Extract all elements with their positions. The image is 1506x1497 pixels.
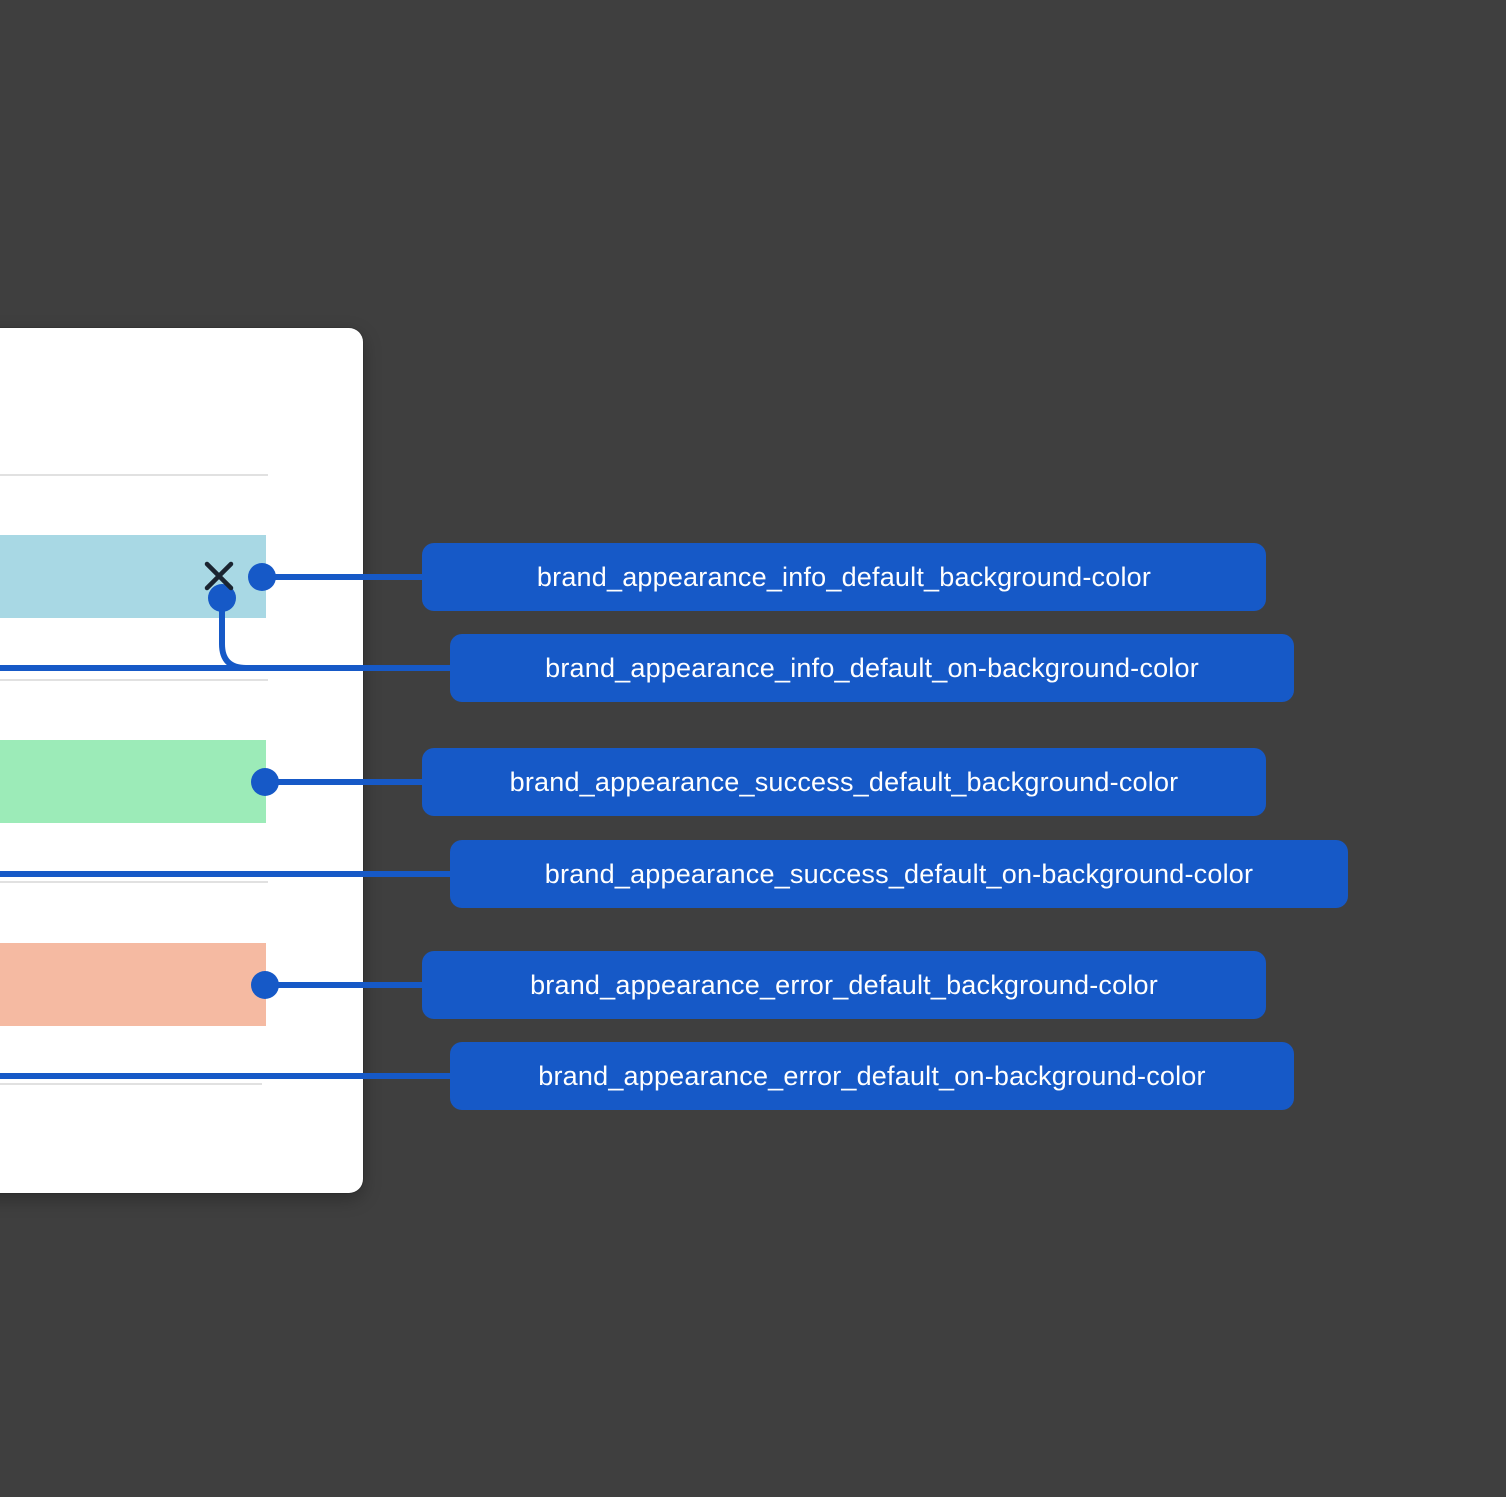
- card-divider: [0, 881, 268, 883]
- error-banner-swatch: [0, 943, 266, 1026]
- token-label-text: brand_appearance_success_default_backgro…: [509, 766, 1179, 797]
- token-label-success-background: brand_appearance_success_default_backgro…: [422, 748, 1266, 816]
- token-label-text: brand_appearance_success_default_on-back…: [544, 858, 1254, 889]
- token-label-error-on-background: brand_appearance_error_default_on-backgr…: [450, 1042, 1294, 1110]
- token-label-text: brand_appearance_info_default_background…: [536, 561, 1152, 592]
- info-banner-swatch: [0, 535, 266, 618]
- token-label-info-background: brand_appearance_info_default_background…: [422, 543, 1266, 611]
- card-divider: [0, 474, 268, 476]
- token-label-text: brand_appearance_error_default_on-backgr…: [538, 1060, 1206, 1091]
- success-banner-swatch: [0, 740, 266, 823]
- token-label-info-on-background: brand_appearance_info_default_on-backgro…: [450, 634, 1294, 702]
- token-label-text: brand_appearance_info_default_on-backgro…: [545, 652, 1199, 683]
- card-divider: [0, 1083, 262, 1085]
- card-divider: [0, 679, 268, 681]
- token-label-text: brand_appearance_error_default_backgroun…: [530, 969, 1158, 1000]
- token-label-success-on-background: brand_appearance_success_default_on-back…: [450, 840, 1348, 908]
- token-label-error-background: brand_appearance_error_default_backgroun…: [422, 951, 1266, 1019]
